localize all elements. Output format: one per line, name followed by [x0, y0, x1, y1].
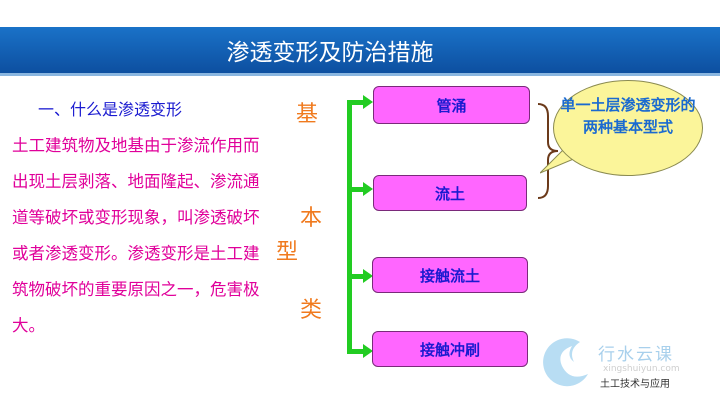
arrow-icon [347, 269, 373, 283]
box-label: 管涌 [436, 96, 467, 115]
slide-title: 渗透变形及防治措施 [226, 40, 434, 66]
arrow-icon [347, 95, 373, 109]
vertical-label-char: 本 [300, 206, 323, 231]
wave-logo-icon [543, 338, 588, 387]
type-box-piping: 管涌 [373, 86, 530, 124]
watermark-url: xingshuiyun.com [603, 364, 680, 374]
definition-text: 土工建筑物及地基由于渗流作用而出现土层剥落、地面隆起、渗流通道等破坏或变形现象，… [12, 136, 260, 335]
section-heading: 一、什么是渗透变形 [38, 100, 183, 119]
arrow-icon [347, 182, 373, 196]
type-box-soil-flow: 流土 [373, 175, 527, 211]
box-label: 接触流土 [419, 266, 480, 285]
vertical-label-char: 型 [276, 240, 299, 265]
box-label: 流土 [434, 184, 465, 203]
course-name: 土工技术与应用 [600, 379, 670, 390]
brace-icon [537, 103, 559, 199]
title-bar: 渗透变形及防治措施 [0, 27, 720, 73]
title-underline [0, 73, 720, 76]
type-box-contact-scour: 接触冲刷 [372, 331, 528, 367]
box-label: 接触冲刷 [419, 340, 480, 359]
arrow-icon [347, 344, 373, 358]
callout-bubble: 单一土层渗透变形的两种基本型式 [553, 80, 703, 176]
vertical-label-char: 基 [296, 102, 319, 127]
type-box-contact-flow: 接触流土 [372, 257, 528, 293]
vertical-label-char: 类 [300, 298, 323, 323]
callout-text: 单一土层渗透变形的两种基本型式 [560, 96, 696, 136]
watermark-brand: 行水云课 [598, 345, 674, 365]
connector-line [347, 100, 352, 352]
